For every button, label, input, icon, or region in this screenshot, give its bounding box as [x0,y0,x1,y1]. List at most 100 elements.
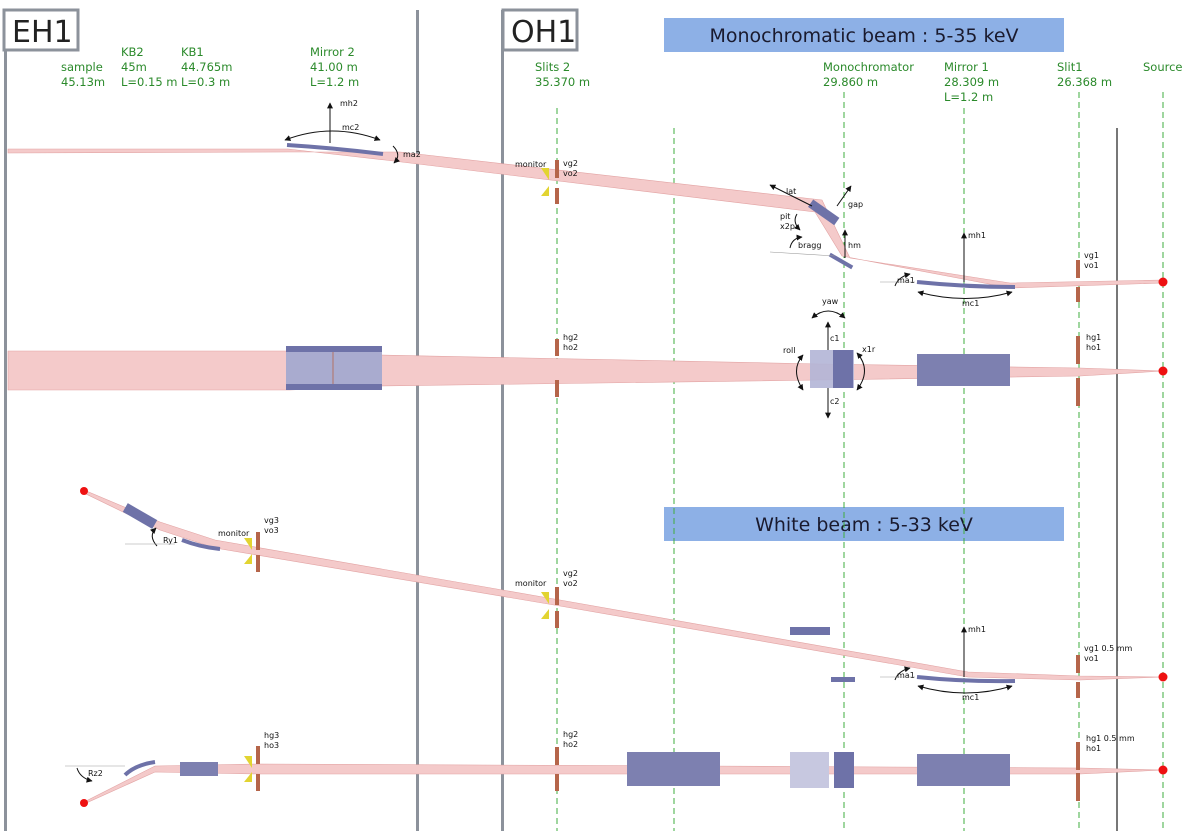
kb2-position: 45m [121,60,147,74]
pit-arrow [794,213,801,231]
oh1-wall-left [501,10,504,831]
vslit2w-top [555,587,559,605]
sample-point-white [80,487,88,495]
kb1-optic-side [181,538,221,551]
mh1w-label: mh1 [968,625,986,634]
c2-label: c2 [830,397,840,406]
bragg-arrow [789,234,803,249]
gap-arrow [836,185,852,207]
hslit3-bottom [256,774,260,791]
mh1-label: mh1 [968,231,986,240]
yaw-arrow [811,310,846,319]
vslit3-top [256,532,260,550]
monitor3-top [244,538,252,550]
mh2-label: mh2 [340,99,358,108]
vo3-label: vo3 [264,526,279,535]
mc1w-label: mc1 [962,693,979,702]
mono-retracted-2 [831,677,855,682]
kb-mirror-top-edge-2 [286,384,382,390]
hg2w-label: hg2 [563,730,578,739]
beam-white-side [83,489,1164,681]
source-point-white [1158,672,1168,682]
gap-label: gap [848,200,863,209]
mc2-label: mc2 [342,123,359,132]
monitor-top [541,168,549,180]
ry1-label: Ry1 [163,536,178,545]
monitor2w-bottom [541,609,549,619]
hslit3-top [256,746,260,764]
vo1-label: vo1 [1084,261,1099,270]
oh1-label: OH1 [501,8,579,52]
panel-mono-top: hg2 ho2 yaw c1 c2 roll x1r hg1 ho1 [7,297,1168,419]
c1-label: c1 [830,334,840,343]
mono-top-white-light [790,752,829,788]
eh1-label: EH1 [2,8,80,52]
kb2-optic-side [122,503,158,529]
vo2w-label: vo2 [563,579,578,588]
ma2-label: ma2 [403,150,421,159]
sample-point-top [80,799,88,807]
mono-crystal-1 [808,199,840,226]
eh1-wall-right [416,10,419,831]
header-labels: sample 45.13m KB2 45m L=0.15 m KB1 44.76… [61,45,1183,104]
yaw-label: yaw [822,297,839,306]
mono-retracted-1 [790,627,830,635]
mono-position: 29.860 m [823,75,878,89]
mono-banner: Monochromatic beam : 5-35 keV [664,18,1064,52]
ma1w-arrow [894,666,911,681]
vg1w-label: vg1 0.5 mm [1084,644,1133,653]
sample-position: 45.13m [61,75,105,89]
hm-label: hm [848,241,861,250]
rz2-arrow [76,767,93,783]
rz2-label: Rz2 [88,769,103,778]
pit-label: pit [780,212,790,221]
vslit1w-bottom [1076,682,1080,698]
hslit2-bottom [555,380,559,397]
hg1w-label: hg1 0.5 mm [1086,734,1135,743]
white-banner-text: White beam : 5-33 keV [755,514,973,536]
bragg-reference [769,251,836,257]
panel-white-top: Rz2 hg3 ho3 hg2 ho2 hg1 0.5 mm ho1 [65,730,1168,807]
ho3-label: ho3 [264,741,279,750]
vslit3-bottom [256,555,260,572]
x2p-label: x2p [780,222,795,231]
monitor-label: monitor [515,160,547,169]
ho1-label: ho1 [1086,343,1101,352]
monitor3-label: monitor [218,529,250,538]
mc2-arrow [284,130,381,141]
mirror2-label: Mirror 2 [310,45,355,59]
source-point [1158,277,1168,287]
mirror2-length: L=1.2 m [310,75,359,89]
lat-label: lat [786,187,796,196]
hg1-label: hg1 [1086,333,1101,342]
mirror1-top [917,354,1010,386]
vg2-label: vg2 [563,159,578,168]
mc1w-arrow [917,684,1013,694]
kb1-position: 44.765m [181,60,232,74]
vo2-label: vo2 [563,169,578,178]
vslit2w-bottom [555,611,559,628]
hslit1w-top [1076,742,1080,770]
sample-label: sample [61,60,103,74]
source-label: Source [1143,60,1183,74]
vslit1w-top [1076,655,1080,673]
monitor2w-top [541,592,549,604]
kb-optic-top [123,760,156,777]
eh1-wall-left [4,10,7,831]
ma1-arrow [894,272,911,287]
monitor2w-label: monitor [515,579,547,588]
beam-mono-side [7,148,1164,289]
mirror1-length: L=1.2 m [944,90,993,104]
vg3-label: vg3 [264,516,279,525]
mono-crystal-2 [828,252,854,270]
hg3-label: hg3 [264,731,279,740]
beam-white-top [83,763,1164,805]
ma1-label: ma1 [897,276,915,285]
mono-top-crystal [833,350,853,388]
hg2-label: hg2 [563,333,578,342]
oh1-text: OH1 [511,15,576,50]
mirror2-optic [286,143,384,156]
mirror1-optic [916,280,1016,289]
hutch-walls [4,10,1118,831]
